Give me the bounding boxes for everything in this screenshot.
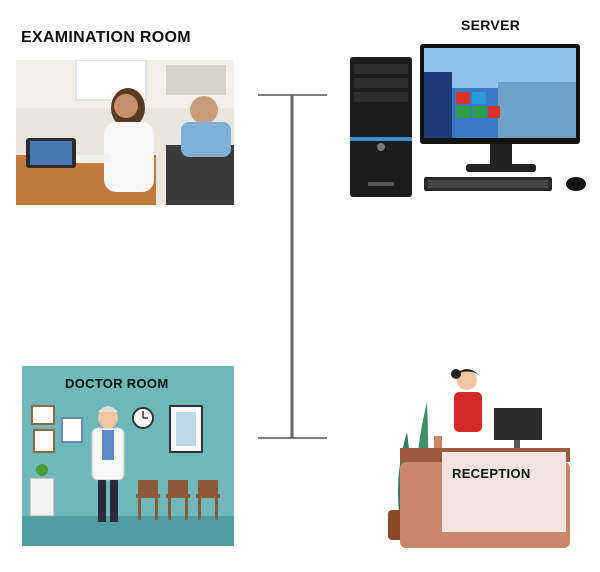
reception-title: RECEPTION [452,466,531,481]
doctor-room-title: DOCTOR ROOM [65,376,169,391]
reception-desk-illustration [388,369,570,548]
server-title: SERVER [461,17,521,33]
examination-room-photo [16,60,234,205]
doctor-room-illustration [22,366,234,546]
server-computer-icon [350,44,586,197]
examination-room-title: EXAMINATION ROOM [21,29,191,46]
